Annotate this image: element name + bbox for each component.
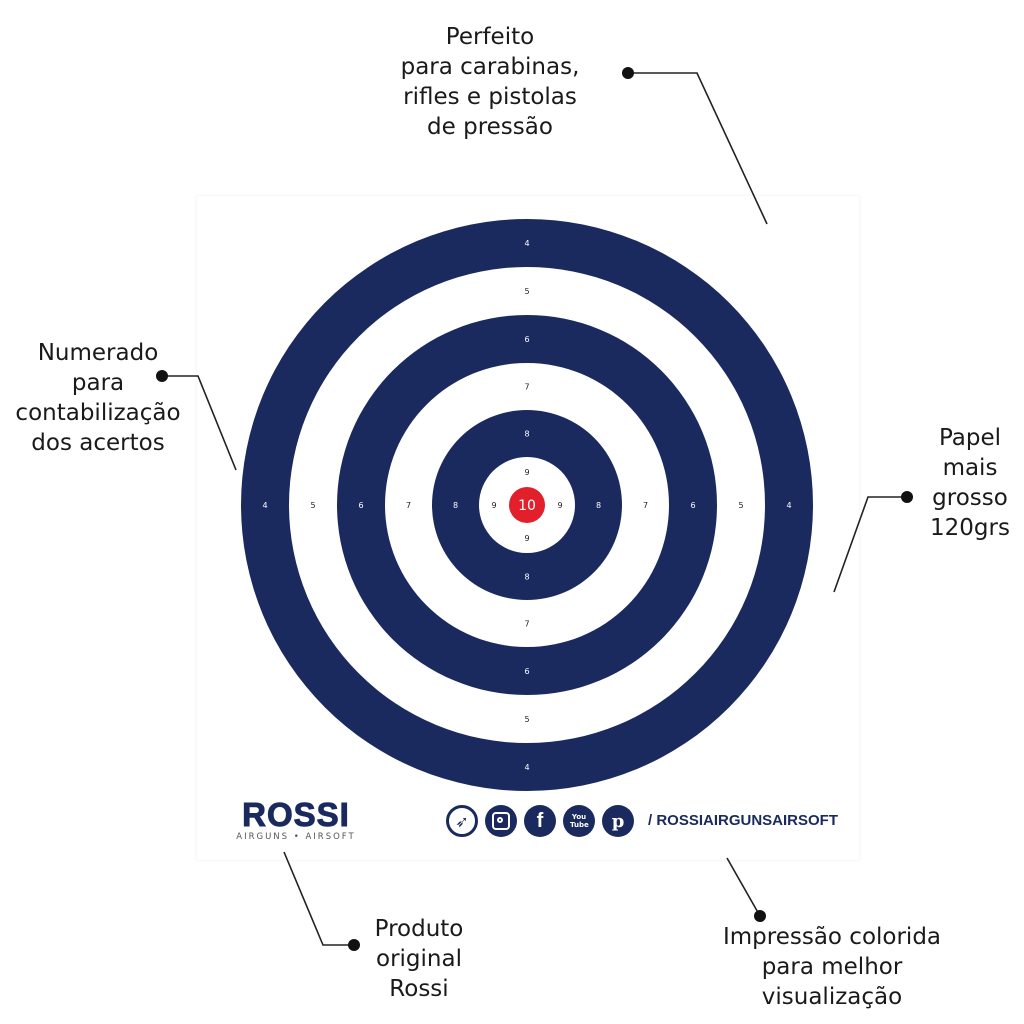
- ring-label: 7: [524, 620, 529, 629]
- callout-left: Numerado para contabilização dos acertos: [0, 338, 196, 458]
- callout-text: Papel: [938, 425, 1002, 451]
- instagram-icon: [485, 805, 517, 837]
- callout-dot: [754, 910, 766, 922]
- callout-text: contabilização: [15, 400, 181, 426]
- callout-text: Perfeito: [445, 24, 535, 50]
- callout-bottom-left: Produto original Rossi: [360, 914, 478, 1004]
- ring-label: 9: [524, 534, 529, 543]
- bullseye: [509, 487, 545, 523]
- callout-text: Numerado: [37, 340, 159, 366]
- callout-text: rifles e pistolas: [403, 84, 577, 110]
- callout-text: mais: [942, 455, 998, 481]
- ring-label: 4: [524, 763, 529, 772]
- callout-bottom-right: Impressão colorida para melhor visualiza…: [712, 922, 952, 1012]
- callout-line-top: [628, 72, 768, 225]
- callout-text: Produto: [374, 916, 464, 942]
- facebook-icon: f: [524, 805, 556, 837]
- callout-text: original: [376, 946, 462, 972]
- callout-text: para carabinas,: [400, 54, 580, 80]
- callout-text: de pressão: [427, 114, 553, 140]
- ring-label: 6: [358, 501, 363, 510]
- callout-text: para: [71, 370, 125, 396]
- ring-label: 8: [524, 573, 529, 582]
- callout-dot: [156, 370, 168, 382]
- callout-text: Impressão colorida: [722, 924, 942, 950]
- callout-text: para melhor: [761, 954, 903, 980]
- callout-dot: [622, 67, 634, 79]
- ring-label: 5: [524, 287, 529, 296]
- logo-wordmark: ROSSI: [242, 796, 350, 833]
- logo-tagline: AIRGUNS • AIRSOFT: [236, 832, 356, 842]
- ring-label: 7: [643, 501, 648, 510]
- pinterest-icon: p: [602, 805, 634, 837]
- youtube-icon-text: You Tube: [570, 813, 589, 829]
- ring-label: 9: [491, 501, 496, 510]
- ring-label: 8: [524, 430, 529, 439]
- ring-label: 8: [596, 501, 601, 510]
- rossi-icon: ➶: [446, 805, 478, 837]
- social-icons: ➶ f You Tube p: [446, 805, 634, 837]
- callout-text: visualização: [761, 984, 903, 1010]
- callout-text: grosso: [932, 485, 1008, 511]
- callout-line-right: [833, 496, 907, 593]
- ring-label: 9: [524, 468, 529, 477]
- ring-label: 9: [557, 501, 562, 510]
- callout-text: Rossi: [389, 976, 449, 1002]
- callout-line-bottom-left: [283, 851, 354, 946]
- callout-dot: [901, 491, 913, 503]
- ring-label: 5: [310, 501, 315, 510]
- bullseye-label: 10: [518, 498, 536, 514]
- ring-label: 7: [524, 383, 529, 392]
- callout-line-bottom-right: [726, 857, 761, 917]
- callout-line-left: [162, 375, 237, 471]
- social-handle: / ROSSIAIRGUNSAIRSOFT: [648, 812, 839, 829]
- callout-dot: [348, 939, 360, 951]
- ring-label: 4: [786, 501, 791, 510]
- ring-label: 5: [738, 501, 743, 510]
- callout-text: dos acertos: [31, 430, 165, 456]
- callout-right: Papel mais grosso 120grs: [920, 423, 1020, 543]
- ring-label: 6: [524, 667, 529, 676]
- ring-label: 5: [524, 715, 529, 724]
- ring-label: 8: [453, 501, 458, 510]
- ring-label: 4: [262, 501, 267, 510]
- ring-label: 6: [690, 501, 695, 510]
- callout-text: 120grs: [930, 515, 1010, 541]
- ring-label: 6: [524, 335, 529, 344]
- ring-label: 4: [524, 239, 529, 248]
- ring-label: 7: [406, 501, 411, 510]
- rossi-logo: ROSSI AIRGUNS • AIRSOFT: [218, 796, 374, 842]
- callout-top: Perfeito para carabinas, rifles e pistol…: [380, 22, 600, 142]
- youtube-icon: You Tube: [563, 805, 595, 837]
